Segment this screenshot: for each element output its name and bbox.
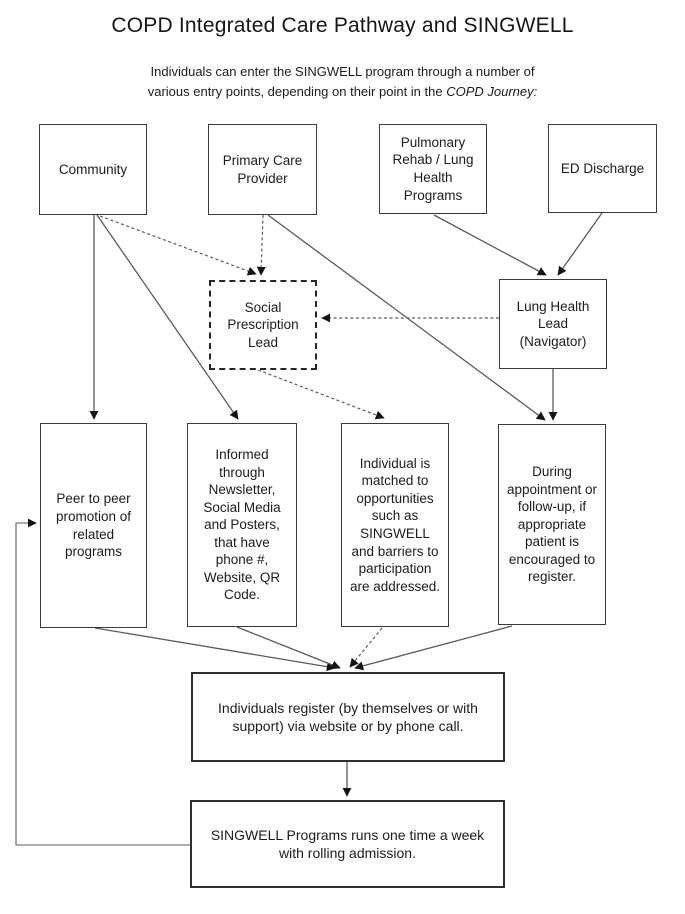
node-community: Community	[39, 124, 147, 215]
node-social-prescription-lead: Social Prescription Lead	[209, 280, 317, 370]
node-label: SINGWELL Programs runs one time a week w…	[210, 826, 485, 861]
node-primary-care-provider: Primary Care Provider	[208, 124, 317, 215]
node-label: Individuals register (by themselves or w…	[218, 699, 478, 734]
node-label: Social Prescription Lead	[227, 299, 299, 350]
node-ed-discharge: ED Discharge	[548, 124, 657, 213]
arrow-matched-to-register	[349, 627, 383, 668]
subtitle-line1: Individuals can enter the SINGWELL progr…	[150, 64, 535, 79]
subtitle-line2: various entry points, depending on their…	[147, 83, 447, 99]
node-pulmonary-rehab: Pulmonary Rehab / Lung Health Programs	[379, 124, 487, 214]
arrow-during-appointment-to-register	[354, 625, 513, 671]
node-label: Individual is matched to opportunities s…	[349, 455, 441, 594]
node-label: Peer to peer promotion of related progra…	[55, 491, 132, 560]
arrow-peer-to-register	[94, 627, 336, 672]
node-label: Informed through Newsletter, Social Medi…	[203, 447, 281, 603]
node-label: ED Discharge	[560, 160, 645, 176]
page-title: COPD Integrated Care Pathway and SINGWEL…	[111, 14, 574, 37]
arrow-informed-to-register	[236, 626, 341, 670]
node-peer-promotion: Peer to peer promotion of related progra…	[40, 423, 147, 628]
node-individuals-register: Individuals register (by themselves or w…	[191, 672, 505, 762]
subtitle: Individuals can enter the SINGWELL progr…	[0, 62, 685, 101]
node-individual-matched: Individual is matched to opportunities s…	[341, 423, 449, 627]
arrow-singwell-loop-to-peer	[15, 518, 191, 846]
node-label: Community	[58, 161, 128, 177]
subtitle-journey-italic: COPD Journey:	[446, 83, 538, 99]
arrow-primary-care-to-social-prescription	[256, 214, 266, 276]
node-lung-health-lead-navigator: Lung Health Lead (Navigator)	[499, 279, 607, 369]
node-label: Pulmonary Rehab / Lung Health Programs	[392, 134, 474, 203]
node-singwell-program: SINGWELL Programs runs one time a week w…	[190, 800, 505, 888]
arrow-ed-discharge-to-lung-health	[557, 212, 603, 276]
node-label: During appointment or follow-up, if appr…	[506, 464, 598, 585]
arrow-pulmonary-to-lung-health	[433, 214, 547, 276]
node-label: Primary Care Provider	[222, 152, 303, 186]
node-label: Lung Health Lead (Navigator)	[516, 298, 590, 349]
node-informed-through-media: Informed through Newsletter, Social Medi…	[187, 423, 297, 627]
arrow-social-prescription-to-matched	[257, 369, 385, 420]
arrow-community-to-social-prescription	[99, 215, 257, 276]
node-during-appointment: During appointment or follow-up, if appr…	[498, 424, 606, 625]
arrow-community-to-informed	[96, 214, 239, 420]
